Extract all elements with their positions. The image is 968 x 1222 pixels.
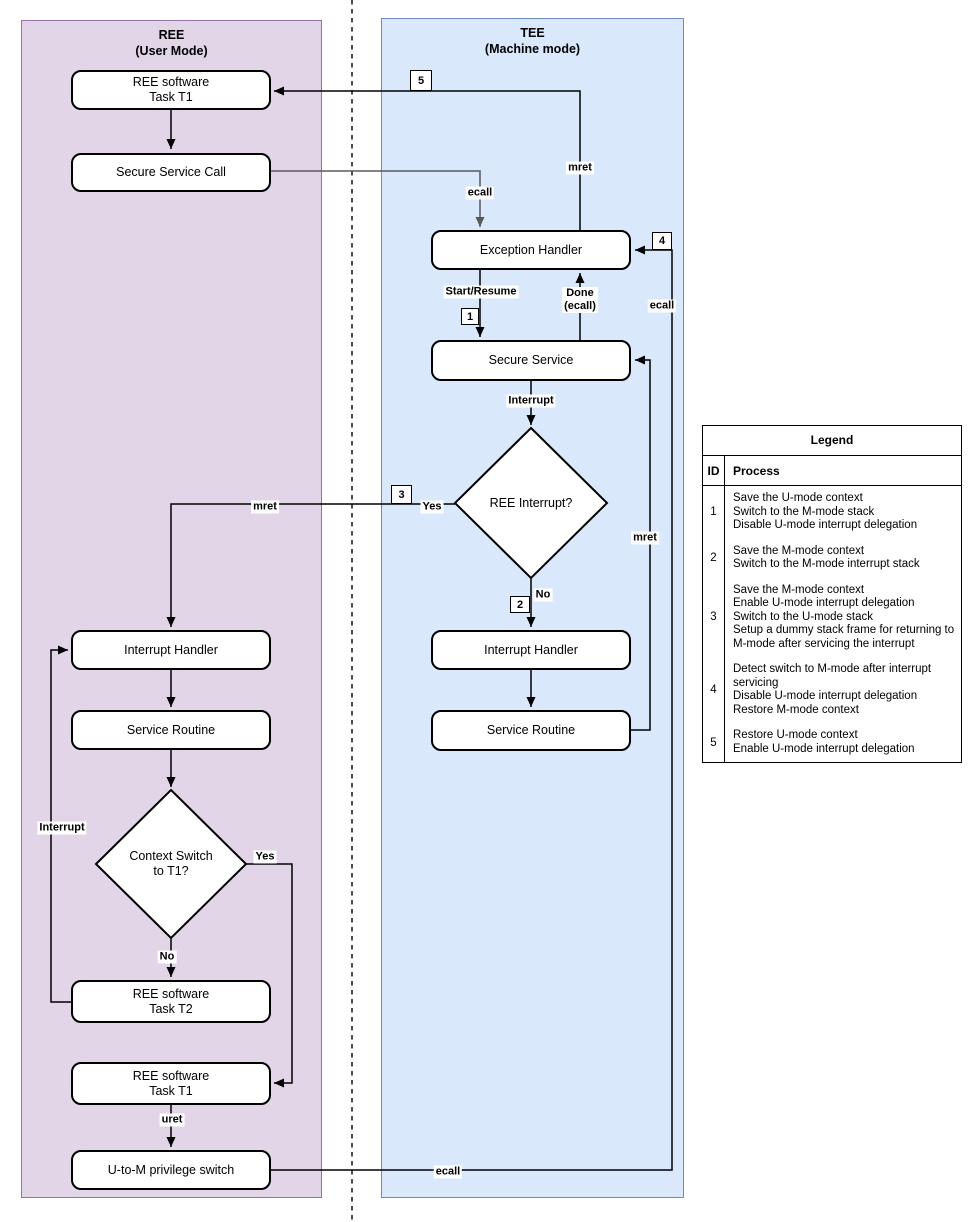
legend-row-process: Detect switch to M-mode after interrupt …: [733, 663, 932, 716]
node-ree-service-routine: Service Routine: [71, 710, 271, 750]
node-tee-interrupt-handler: Interrupt Handler: [431, 630, 631, 670]
edge-label-mret-yes: mret: [251, 500, 279, 514]
legend-row-id: 5: [703, 723, 725, 762]
node-ree-task-t1-bottom: REE software Task T1: [71, 1062, 271, 1105]
edge-secure-service-call-ecall: [271, 170, 485, 227]
edge-exception-handler-mret-to-task1: [274, 86, 581, 230]
ree-panel-title: REE (User Mode): [22, 27, 321, 59]
legend-row-process: Save the M-mode context Switch to the M-…: [733, 544, 920, 571]
tee-title-line: TEE: [520, 26, 545, 40]
edge-label-uret: uret: [159, 1113, 185, 1127]
edge-label-interrupt-tee: Interrupt: [506, 394, 556, 408]
legend-row-id: 4: [703, 657, 725, 723]
edge-label-interrupt-ree: Interrupt: [37, 821, 87, 835]
edge-label-done-ecall: Done (ecall): [562, 287, 598, 313]
legend-row-1: 1 Save the U-mode context Switch to the …: [703, 486, 961, 539]
badge-step-3: 3: [391, 485, 412, 504]
badge-step-5: 5: [410, 70, 432, 91]
edge-label-no-tee: No: [533, 588, 553, 602]
tee-panel-title: TEE (Machine mode): [382, 25, 683, 57]
ree-title-line: REE: [158, 28, 185, 42]
legend-row-3: 3 Save the M-mode context Enable U-mode …: [703, 577, 961, 657]
badge-step-2: 2: [510, 596, 530, 613]
edge-label-mret-service: mret: [631, 531, 659, 545]
node-ree-task-t2: REE software Task T2: [71, 980, 271, 1023]
edge-ree-interrupt-yes-mret: [166, 503, 455, 627]
edge-label-yes-tee: Yes: [420, 500, 444, 514]
context-switch-decision-shape: [94, 788, 248, 940]
edge-label-ecall-bottom: ecall: [433, 1165, 463, 1179]
legend-row-process: Save the M-mode context Enable U-mode in…: [733, 583, 955, 650]
edge-utom-ecall: [271, 245, 673, 1171]
legend-row-4: 4 Detect switch to M-mode after interrup…: [703, 657, 961, 723]
ree-subtitle-line: (User Mode): [135, 44, 208, 58]
legend-row-process: Save the U-mode context Switch to the M-…: [733, 492, 918, 531]
edge-tee-service-routine-mret: [631, 355, 651, 731]
badge-step-4: 4: [652, 232, 672, 250]
ree-interrupt-decision-shape: [453, 426, 609, 580]
edge-label-ecall-call: ecall: [465, 186, 495, 200]
node-ree-interrupt-handler: Interrupt Handler: [71, 630, 271, 670]
legend-row-process: Restore U-mode context Enable U-mode int…: [733, 729, 915, 755]
legend-header-row: ID Process: [703, 456, 961, 486]
edge-label-yes-ree: Yes: [253, 850, 277, 864]
legend-row-id: 3: [703, 577, 725, 657]
node-secure-service-call: Secure Service Call: [71, 153, 271, 192]
node-u-to-m-switch: U-to-M privilege switch: [71, 1150, 271, 1190]
node-secure-service: Secure Service: [431, 340, 631, 381]
tee-panel: TEE (Machine mode): [381, 18, 684, 1198]
edge-label-ecall-right: ecall: [647, 299, 677, 313]
node-ree-task-t1-top: REE software Task T1: [71, 70, 271, 110]
badge-step-1: 1: [461, 308, 479, 325]
edge-label-start-resume: Start/Resume: [443, 285, 519, 299]
node-exception-handler: Exception Handler: [431, 230, 631, 270]
legend-row-id: 1: [703, 486, 725, 539]
legend-row-id: 2: [703, 538, 725, 578]
legend-col-process: Process: [733, 463, 780, 478]
edge-label-no-ree: No: [157, 950, 177, 964]
legend-row-2: 2 Save the M-mode context Switch to the …: [703, 538, 961, 578]
legend-title: Legend: [703, 426, 961, 456]
tee-subtitle-line: (Machine mode): [484, 42, 581, 56]
legend-table: Legend ID Process 1 Save the U-mode cont…: [702, 425, 962, 763]
node-tee-service-routine: Service Routine: [431, 710, 631, 751]
legend-col-id: ID: [703, 456, 725, 485]
edge-context-switch-yes: [246, 863, 293, 1088]
legend-row-5: 5 Restore U-mode context Enable U-mode i…: [703, 723, 961, 762]
edge-label-mret-return: mret: [566, 161, 594, 175]
